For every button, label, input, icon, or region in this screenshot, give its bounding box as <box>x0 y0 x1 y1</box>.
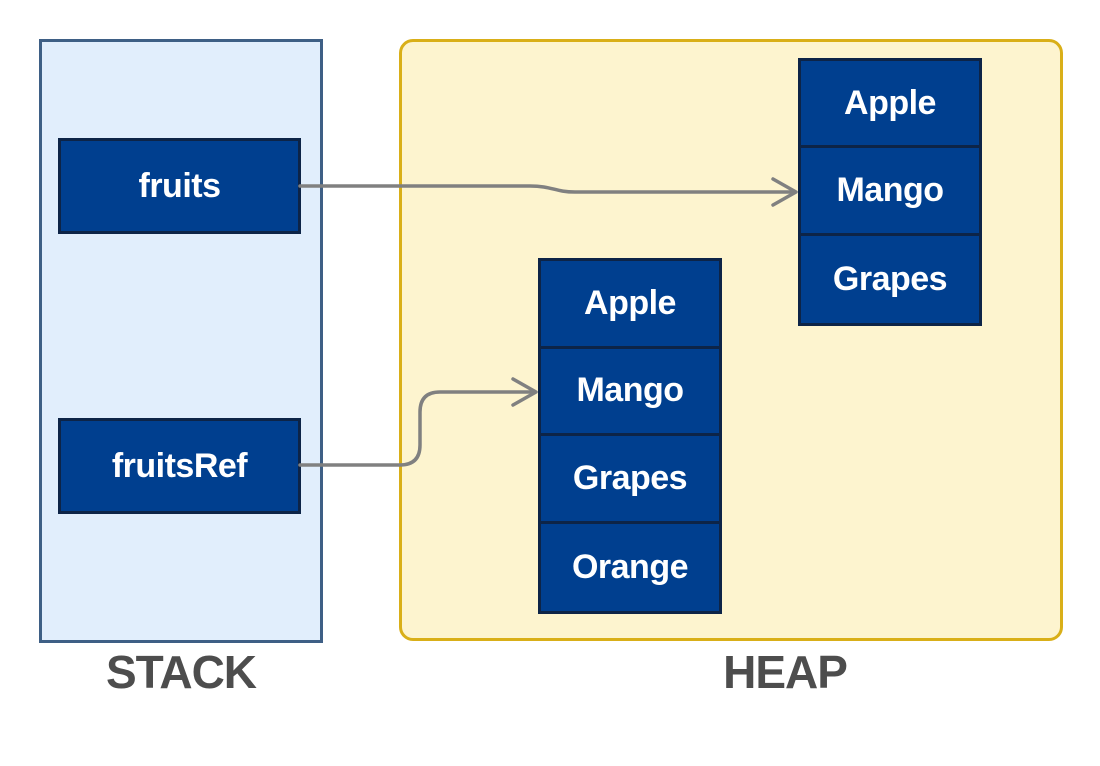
stack-label: STACK <box>105 646 257 698</box>
array-cell: Apple <box>801 61 979 149</box>
array-cell: Grapes <box>832 259 948 298</box>
stack-variable-fruits: fruits <box>58 138 301 234</box>
heap-array-1: Apple Mango Grapes <box>798 58 982 326</box>
array-cell: Mango <box>541 349 719 436</box>
stack-variable-fruitsref: fruitsRef <box>58 418 301 514</box>
array-cell: Apple <box>541 261 719 349</box>
variable-label: fruits <box>138 166 222 205</box>
variable-label: fruitsRef <box>111 446 248 485</box>
array-cell: Mango <box>801 148 979 236</box>
array-cell: Orange <box>571 547 689 586</box>
stack-region <box>39 39 323 643</box>
heap-array-2: Apple Mango Grapes Orange <box>538 258 722 614</box>
heap-label: HEAP <box>723 646 848 698</box>
array-cell: Grapes <box>541 436 719 524</box>
